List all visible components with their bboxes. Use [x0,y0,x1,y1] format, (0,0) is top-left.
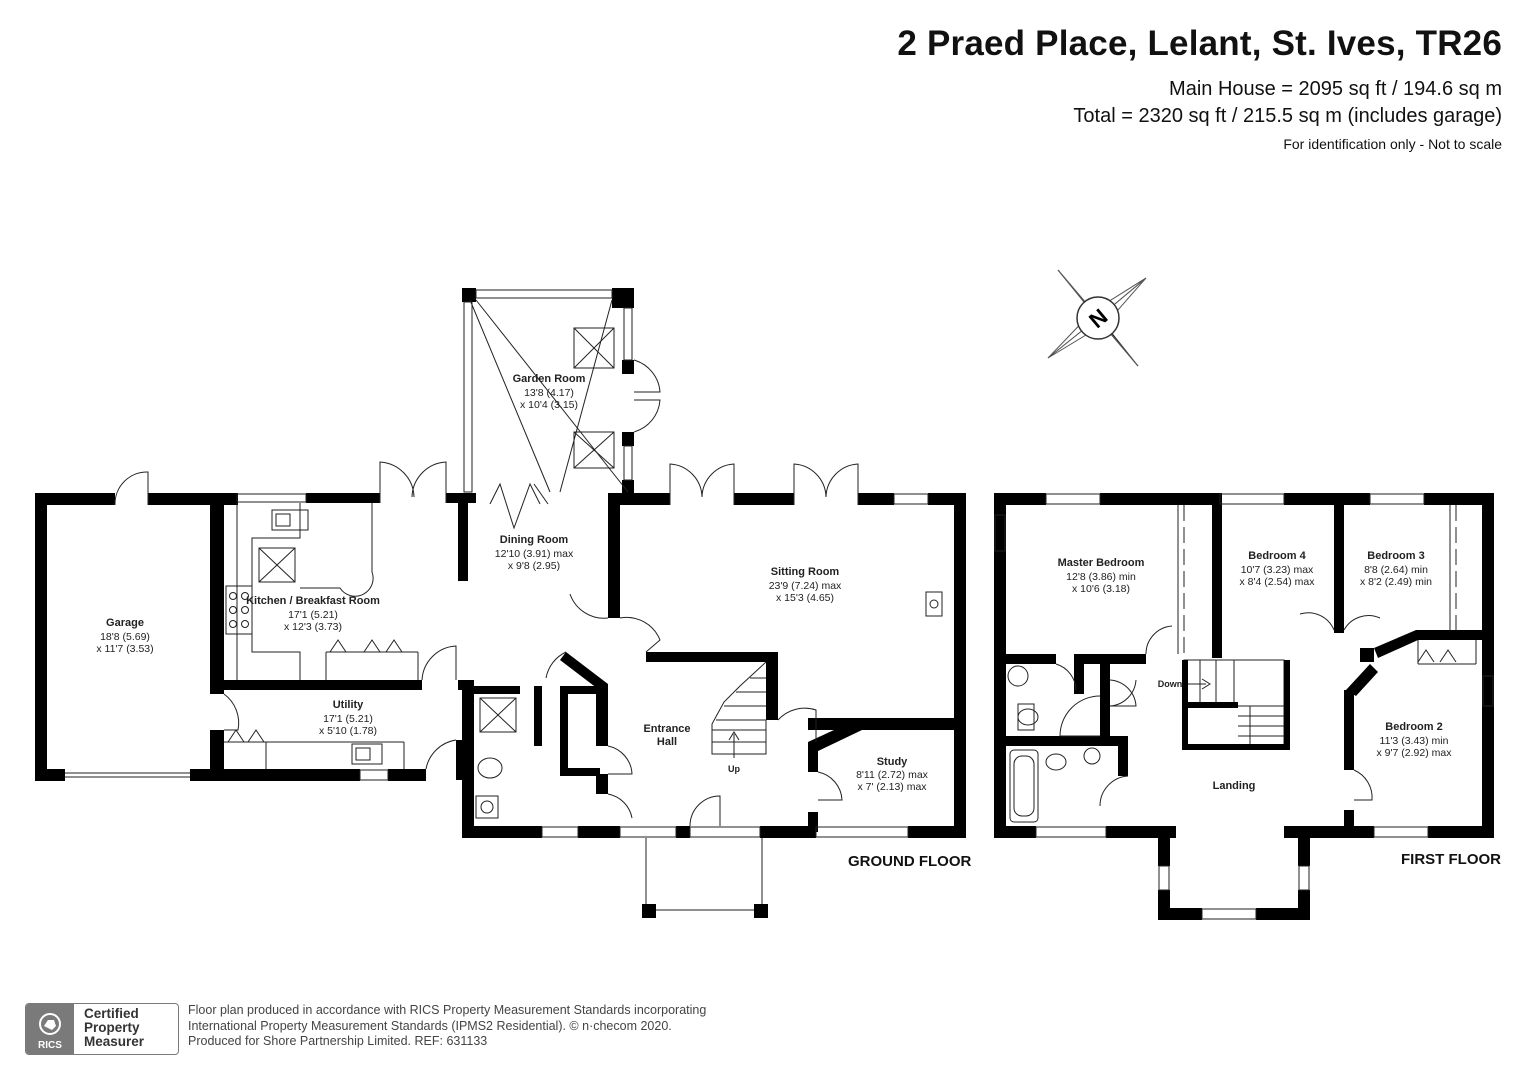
garden-room-dim-2: x 10'4 (3.15) [520,399,578,411]
compass-icon: N [1047,269,1147,367]
footer-line-2: International Property Measurement Stand… [188,1018,672,1033]
garage-name: Garage [106,617,144,629]
sitting-room-name: Sitting Room [771,566,840,578]
scale-note: For identification only - Not to scale [1283,136,1502,152]
bedroom-3-dim-1: 8'8 (2.64) min [1364,564,1428,576]
first-floor-stair-walls [1182,660,1290,750]
dining-room-dim-1: 12'10 (3.91) max [495,548,574,560]
kitchen-dim-1: 17'1 (5.21) [288,609,338,621]
master-bedroom-name: Master Bedroom [1058,557,1145,569]
bedroom-2-name: Bedroom 2 [1385,721,1442,733]
ground-floor-label: GROUND FLOOR [848,853,972,870]
footer-line-3: Produced for Shore Partnership Limited. … [188,1034,488,1048]
sitting-room-dim-1: 23'9 (7.24) max [769,580,842,592]
rics-org-label: RICS [38,1040,62,1051]
master-bedroom-dim-1: 12'8 (3.86) min [1066,571,1136,583]
bedroom-4-name: Bedroom 4 [1248,550,1306,562]
kitchen-dim-2: x 12'3 (3.73) [284,621,342,633]
rics-lion-icon: RICS [38,1013,62,1051]
study-name: Study [877,756,908,768]
entrance-hall-name-1: Entrance [643,723,690,735]
rics-logo: RICS [26,1004,74,1054]
bedroom-4-dim-2: x 8'4 (2.54) max [1240,576,1316,588]
first-floor-labels: Master Bedroom 12'8 (3.86) min x 10'6 (3… [1058,550,1453,792]
plan-header: 2 Praed Place, Lelant, St. Ives, TR26 Ma… [897,22,1502,152]
bedroom-3-dim-2: x 8'2 (2.49) min [1360,576,1432,588]
badge-line-1: Certified [84,1006,139,1021]
master-bedroom-dim-2: x 10'6 (3.18) [1072,583,1130,595]
kitchen-name: Kitchen / Breakfast Room [246,595,380,607]
dining-room-dim-2: x 9'8 (2.95) [508,560,560,572]
landing-name: Landing [1213,780,1256,792]
entrance-hall-name-2: Hall [657,736,677,748]
total-area: Total = 2320 sq ft / 215.5 sq m (include… [1073,105,1502,127]
stair-down-label: Down [1158,679,1183,689]
stair-up-label: Up [728,764,740,774]
rics-badge: RICS Certified Property Measurer [25,1003,179,1055]
study-dim-2: x 7' (2.13) max [857,781,927,793]
garage-dim-2: x 11'7 (3.53) [96,643,153,655]
garage-dim-1: 18'8 (5.69) [100,631,150,643]
bedroom-3-name: Bedroom 3 [1367,550,1424,562]
dining-room-name: Dining Room [500,534,569,546]
study-dim-1: 8'11 (2.72) max [856,769,929,781]
garden-room-dim-1: 13'8 (4.17) [524,387,574,399]
ground-floor-details [65,289,943,911]
main-house-area: Main House = 2095 sq ft / 194.6 sq m [1169,78,1502,100]
garden-room-name: Garden Room [513,373,586,385]
utility-dim-2: x 5'10 (1.78) [319,725,377,737]
bedroom-2-dim-2: x 9'7 (2.92) max [1377,747,1453,759]
footer-text: Floor plan produced in accordance with R… [188,1003,706,1050]
badge-line-3: Measurer [84,1034,145,1049]
bedroom-4-dim-1: 10'7 (3.23) max [1241,564,1314,576]
utility-name: Utility [333,699,364,711]
first-floor-plan [994,493,1494,920]
ground-floor-plan [35,288,966,918]
rics-badge-text: Certified Property Measurer [84,1007,144,1049]
first-floor-label: FIRST FLOOR [1401,851,1501,868]
property-title: 2 Praed Place, Lelant, St. Ives, TR26 [897,24,1502,63]
sitting-room-dim-2: x 15'3 (4.65) [776,592,834,604]
utility-dim-1: 17'1 (5.21) [323,713,373,725]
bedroom-2-dim-1: 11'3 (3.43) min [1380,735,1449,747]
ground-floor-labels: Garden Room 13'8 (4.17) x 10'4 (3.15) Di… [96,373,928,793]
badge-line-2: Property [84,1020,140,1035]
footer-line-1: Floor plan produced in accordance with R… [188,1003,707,1017]
